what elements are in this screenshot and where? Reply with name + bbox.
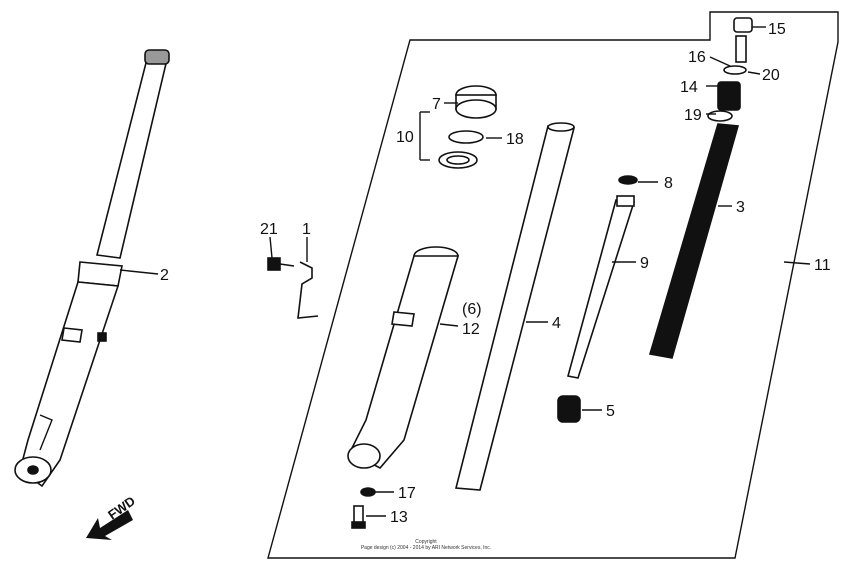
callout-18: 18 — [506, 131, 524, 148]
callout-12: 12 — [462, 321, 480, 338]
fork-assembly-drawing — [14, 49, 170, 488]
callout-5: 5 — [606, 403, 615, 420]
callout-16: 16 — [688, 49, 706, 66]
damper-drawing — [557, 175, 638, 423]
callout-20: 20 — [762, 67, 780, 84]
seal-group-drawing — [419, 85, 497, 169]
copyright-line-1: Copyright — [415, 539, 437, 545]
fwd-arrow-icon — [86, 510, 133, 540]
callout-21: 21 — [260, 221, 278, 238]
callout-10: 10 — [396, 129, 414, 146]
callout-3: 3 — [736, 199, 745, 216]
callout-2: 2 — [160, 267, 169, 284]
callout-17: 17 — [398, 485, 416, 502]
callout-14: 14 — [680, 79, 698, 96]
callout-9: 9 — [640, 255, 649, 272]
spring-3-drawing — [648, 17, 753, 359]
callout-13: 13 — [390, 509, 408, 526]
callout-15: 15 — [768, 21, 786, 38]
callout-11: 11 — [814, 257, 831, 274]
clip-1-drawing — [297, 261, 319, 319]
callout-1: 1 — [302, 221, 311, 238]
bolt-21-drawing — [267, 257, 295, 271]
bottom-case-12-drawing — [347, 246, 460, 470]
callout-4: 4 — [552, 315, 561, 332]
callout-6: (6) — [462, 301, 482, 318]
assembly-boundary — [267, 11, 839, 559]
leader-lines — [119, 26, 811, 517]
copyright-line-2: Page design (c) 2004 - 2014 by ARI Netwo… — [361, 545, 491, 551]
fork-pipe-4-drawing — [454, 122, 576, 491]
callout-7: 7 — [432, 96, 441, 113]
small-parts-drawing — [351, 487, 376, 529]
callout-labels: 1 2 3 4 5 (6) 7 8 9 10 11 12 13 14 15 16… — [160, 21, 831, 526]
callout-19: 19 — [684, 107, 702, 124]
callout-8: 8 — [664, 175, 673, 192]
